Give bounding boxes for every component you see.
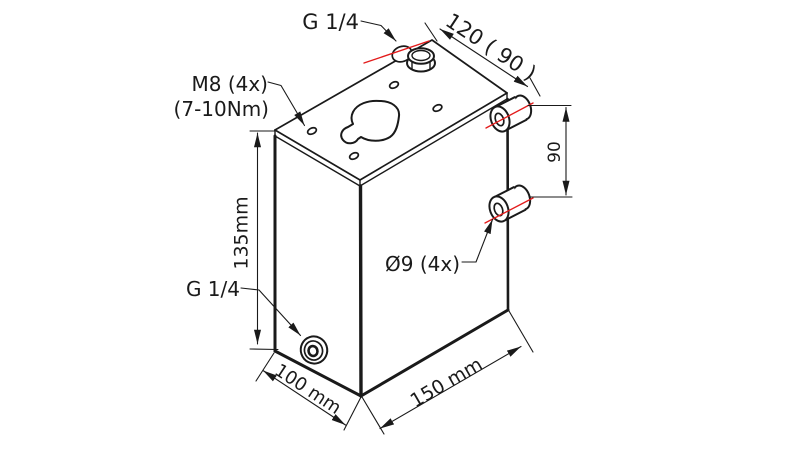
callout-boss-hole: Ø9 (4x): [385, 218, 494, 276]
label-thread-line1: M8 (4x): [191, 72, 268, 96]
callout-port-top: G 1/4: [302, 10, 397, 42]
label-thread-line2: (7-10Nm): [174, 97, 269, 121]
m8-hole: [306, 126, 318, 136]
mounting-boss-upper: [489, 94, 533, 133]
front-edge: [358, 184, 363, 398]
m8-holes: [306, 80, 443, 161]
callout-thread: M8 (4x) (7-10Nm): [174, 72, 306, 127]
dim-boss-spacing: 90: [527, 104, 573, 198]
callout-port-bottom: G 1/4: [186, 277, 302, 337]
centerline-boss-upper: [485, 102, 534, 129]
drain-port: [299, 335, 329, 365]
label-boss-hole: Ø9 (4x): [385, 252, 460, 276]
m8-hole: [388, 80, 400, 90]
dim-boss-spacing-label: 90: [545, 141, 565, 163]
label-port-top: G 1/4: [302, 10, 359, 34]
centerline-boss-lower: [484, 197, 534, 224]
front-face: [360, 96, 508, 396]
filler-plug: [391, 45, 436, 73]
label-port-bottom: G 1/4: [186, 277, 240, 301]
centerline-filler-plug: [363, 40, 430, 64]
mounting-boss-lower: [488, 184, 532, 223]
m8-hole: [432, 103, 443, 113]
m8-hole: [348, 151, 360, 161]
hex-cap-top: [411, 49, 431, 62]
dim-height-label: 135mm: [231, 196, 253, 269]
dim-height: 135mm: [231, 130, 279, 351]
keyhole-opening: [340, 99, 401, 145]
centerlines: [363, 40, 534, 224]
